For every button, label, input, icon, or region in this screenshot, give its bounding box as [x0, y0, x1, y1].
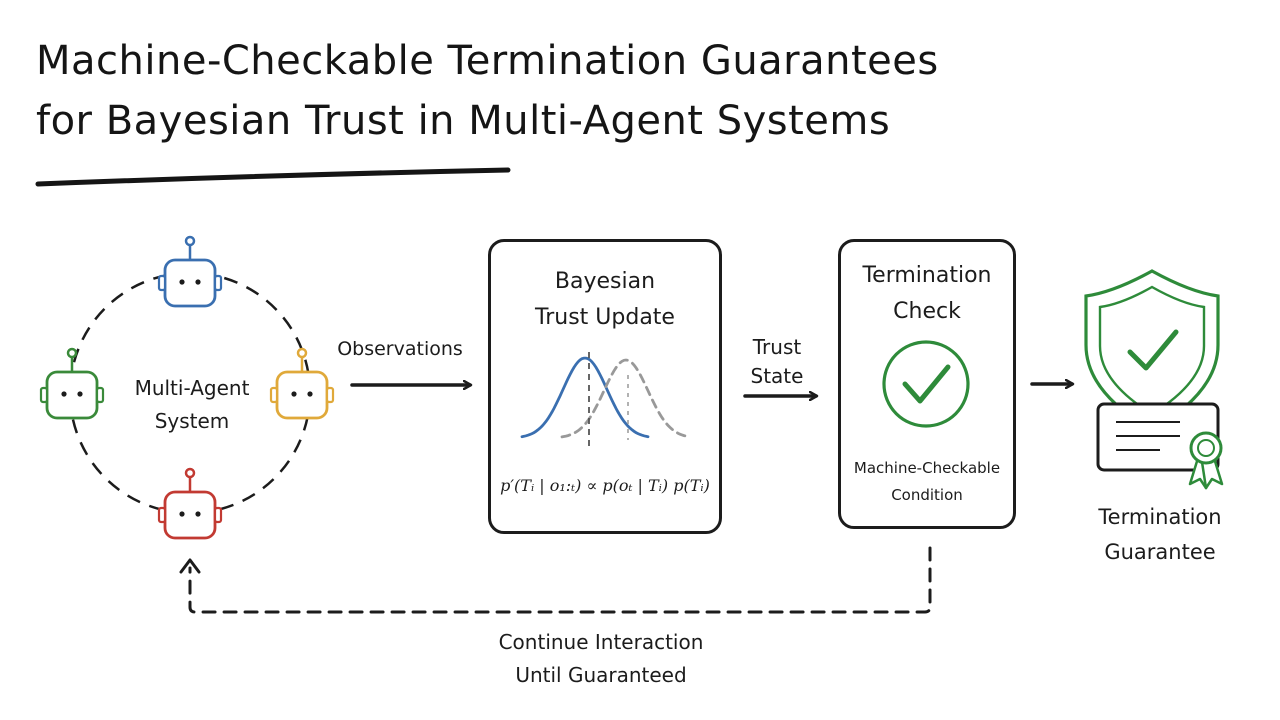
- trust-state-label-line-2: State: [750, 364, 804, 388]
- guarantee-label: Termination Guarantee: [1080, 500, 1240, 570]
- check-box-caption: Machine-Checkable Condition: [840, 455, 1014, 509]
- trust-state-label: Trust State: [736, 333, 818, 391]
- bayes-formula: p′(Tᵢ | o₁:ₜ) ∝ p(oₜ | Tᵢ) p(Tᵢ): [500, 476, 710, 495]
- posterior-distribution-curve: [560, 358, 692, 439]
- bayes-box-title: Bayesian Trust Update: [490, 264, 720, 336]
- check-box-title: Termination Check: [840, 258, 1014, 330]
- feedback-loop-arrow: [188, 546, 932, 614]
- robot-icon-red: [157, 467, 223, 540]
- robot-icon-yellow: [269, 347, 335, 420]
- loop-label-line-1: Continue Interaction: [498, 630, 704, 654]
- robot-icon-green: [39, 347, 105, 420]
- check-box-title-line-2: Check: [893, 299, 961, 324]
- page-title-line-2: for Bayesian Trust in Multi-Agent System…: [36, 98, 891, 144]
- shield-check-icon: [1084, 269, 1220, 432]
- page-title-line-1: Machine-Checkable Termination Guarantees: [36, 38, 939, 84]
- award-ribbon-icon: [1188, 431, 1224, 490]
- observations-label: Observations: [337, 338, 463, 360]
- feedback-arrow-head: [179, 558, 201, 574]
- multi-agent-label-line-2: System: [154, 409, 230, 433]
- title-underline: [35, 167, 511, 187]
- loop-label-line-2: Until Guaranteed: [515, 663, 687, 687]
- check-box-title-line-1: Termination: [862, 263, 992, 288]
- multi-agent-label: Multi-Agent System: [122, 372, 262, 438]
- termination-check-box: [838, 239, 1016, 529]
- bayes-box-title-line-1: Bayesian: [554, 269, 656, 294]
- trust-state-label-line-1: Trust: [752, 335, 802, 359]
- bayes-box-title-line-2: Trust Update: [535, 305, 675, 330]
- bayesian-update-box: [488, 239, 722, 534]
- guarantee-label-line-2: Guarantee: [1104, 540, 1216, 564]
- loop-label: Continue Interaction Until Guaranteed: [470, 626, 732, 692]
- guarantee-label-line-1: Termination: [1098, 505, 1222, 529]
- prior-distribution-curve: [520, 356, 650, 439]
- check-box-caption-line-1: Machine-Checkable: [853, 459, 1001, 477]
- multi-agent-label-line-1: Multi-Agent: [134, 376, 250, 400]
- robot-icon-blue: [157, 235, 223, 308]
- check-circle-icon: [882, 340, 970, 428]
- check-box-caption-line-2: Condition: [891, 486, 963, 504]
